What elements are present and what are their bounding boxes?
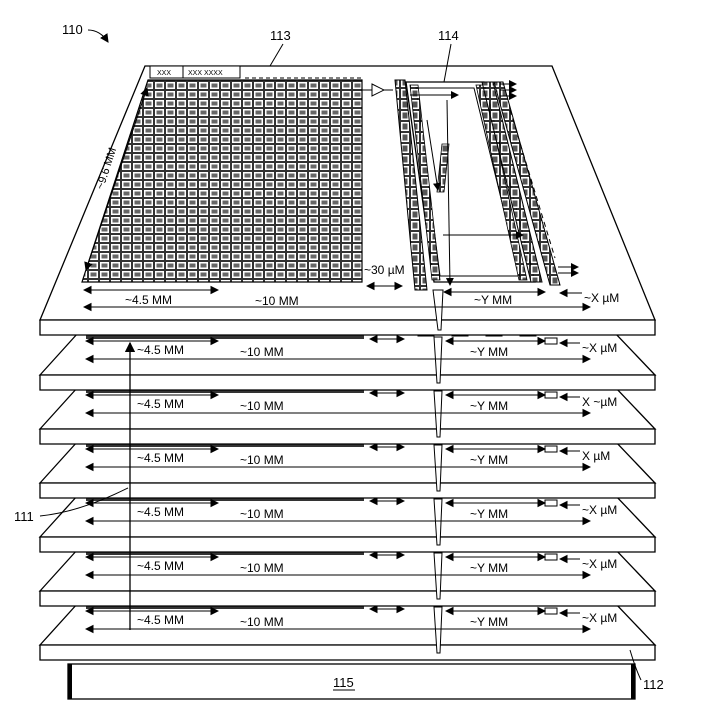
bond-pad — [544, 553, 558, 561]
bond-pad — [544, 607, 558, 615]
layer-array-width: ~4.5 MM — [137, 451, 184, 465]
layer-logic-width: ~Y MM — [470, 561, 508, 575]
layer-die-width: ~10 MM — [240, 507, 284, 521]
array-edge — [86, 551, 364, 555]
array-edge — [86, 497, 364, 501]
array-edge — [86, 443, 364, 447]
layer: ~4.5 MM ~10 MM ~Y MM ~X µM — [38, 328, 657, 391]
top-logic-width: ~Y MM — [474, 293, 512, 307]
layer-array-width: ~4.5 MM — [137, 505, 184, 519]
array-edge — [86, 389, 364, 393]
memory-array-ref: 113 — [270, 28, 291, 43]
bond-pad — [544, 445, 558, 453]
layer-die-width: ~10 MM — [240, 345, 284, 359]
layer: ~4.5 MM ~10 MM ~Y MM ~X µM — [38, 598, 657, 661]
substrate-ref: 115 — [333, 675, 354, 690]
bond-pad — [544, 391, 558, 399]
layer-edge-label: ~X µM — [582, 341, 617, 355]
layer: ~4.5 MM ~10 MM ~Y MM X ~µM — [38, 382, 657, 445]
substrate: 115 — [67, 663, 636, 700]
layer-stack: ~4.5 MM ~10 MM ~Y MM ~X µM ~4.5 MM ~10 MM ~Y M… — [38, 328, 657, 661]
layer-edge-label: X µM — [582, 449, 610, 463]
layer-die-width: ~10 MM — [240, 453, 284, 467]
top-array-width: ~4.5 MM — [125, 293, 172, 307]
top-edge-label: ~X µM — [584, 291, 619, 305]
array-tag-b: XXX XXXX — [188, 70, 223, 77]
layer-logic-width: ~Y MM — [470, 507, 508, 521]
layer: ~4.5 MM ~10 MM ~Y MM ~X µM — [38, 490, 657, 553]
assembly-ref: 110 — [62, 22, 83, 37]
layer-edge-label: X ~µM — [582, 395, 617, 409]
layer: ~4.5 MM ~10 MM ~Y MM X µM — [38, 436, 657, 499]
layer-array-width: ~4.5 MM — [137, 613, 184, 627]
array-edge — [86, 605, 364, 609]
bond-pad — [544, 337, 558, 345]
logic-region-ref: 114 — [438, 28, 459, 43]
layer-edge-label: ~X µM — [582, 611, 617, 625]
base-layer-ref: 112 — [643, 677, 664, 692]
layer-array-width: ~4.5 MM — [137, 343, 184, 357]
layer-logic-width: ~Y MM — [470, 345, 508, 359]
layer-die-width: ~10 MM — [240, 615, 284, 629]
array-tag-a: XXX — [157, 70, 171, 77]
bond-pad — [544, 499, 558, 507]
array-tag-box — [149, 65, 241, 79]
array-edge — [86, 335, 364, 339]
logic-region — [394, 79, 579, 291]
layer-logic-width: ~Y MM — [470, 615, 508, 629]
layer-logic-width: ~Y MM — [470, 399, 508, 413]
layer-edge-label: ~X µM — [582, 557, 617, 571]
layer-array-width: ~4.5 MM — [137, 559, 184, 573]
layer-die-width: ~10 MM — [240, 561, 284, 575]
layer-die-width: ~10 MM — [240, 399, 284, 413]
memory-array — [81, 79, 363, 283]
top-die-width: ~10 MM — [255, 294, 299, 308]
layer-array-width: ~4.5 MM — [137, 397, 184, 411]
top-layer: XXX XXX XXXX ~9.6 MM — [39, 65, 656, 336]
stack-ref: 111 — [14, 509, 34, 524]
layer-edge-label: ~X µM — [582, 503, 617, 517]
layer-logic-width: ~Y MM — [470, 453, 508, 467]
top-gap-label: ~30 µM — [364, 263, 405, 277]
layer: ~4.5 MM ~10 MM ~Y MM ~X µM — [38, 544, 657, 607]
